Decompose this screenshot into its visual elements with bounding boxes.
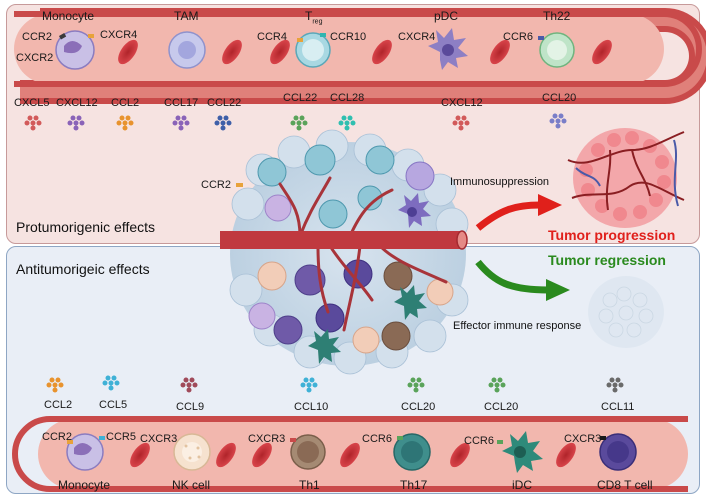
progressed-tumor [567,128,685,228]
top-vessel-wall [14,11,702,87]
protumorigenic-title: Protumorigenic effects [16,219,156,235]
tumor-regression-label: Tumor regression [548,252,666,268]
chemokine-ccl9: CCL9 [176,401,205,413]
chemokine-ccl22: CCL22 [207,97,242,109]
pdc-icon [428,28,468,70]
chemokine-ccl5: CCL5 [99,399,128,411]
cd8-t-cell-icon [599,433,637,471]
tam-icon [168,31,206,69]
bottom-vessel-wall [12,416,688,492]
cell-label-nk: NK cell [172,478,211,492]
chemokine-cxcl12-b: CXCL12 [441,97,483,109]
receptor-ccr10-top: CCR10 [330,31,367,43]
receptor-ccr4-top: CCR4 [257,31,287,43]
bottom-chemokine-dots [46,375,624,393]
chemokine-ccl2-bottom: CCL2 [44,399,73,411]
top-red-blood-cells [118,39,612,65]
receptor-ccr6-top: CCR6 [503,31,533,43]
chemokine-ccl20-b: CCL20 [484,401,519,413]
th1-icon [290,434,326,470]
chemokine-cxcl5: CXCL5 [14,97,50,109]
effector-response-label: Effector immune response [453,320,582,332]
treg-subscript: reg [312,18,323,26]
receptor-cxcr2-top: CXCR2 [16,52,54,64]
progression-arrow [475,194,562,231]
nk-cell-icon [173,433,211,471]
receptor-ccr2-bottom: CCR2 [42,431,72,443]
receptor-ccr2-tumor: CCR2 [201,179,231,191]
chemokine-ccl10: CCL10 [294,401,329,413]
cell-label-th17: Th17 [400,478,428,492]
cell-label-idc: iDC [512,478,532,492]
chemokine-ccl20-top: CCL20 [542,92,577,104]
immunosuppression-label: Immunosuppression [450,176,550,188]
receptor-cxcr3-cd8: CXCR3 [564,433,602,445]
chemokine-ccl2-top: CCL2 [111,97,140,109]
receptor-cxcr4-top: CXCR4 [100,29,138,41]
chemokine-ccl17: CCL17 [164,97,199,109]
cell-label-monocyte-bottom: Monocyte [58,478,111,492]
chemokine-cxcl12: CXCL12 [56,97,98,109]
treg-main-text: T [305,9,313,23]
treg-icon [295,32,331,68]
top-chemokine-dots [24,113,567,131]
chemokine-ccl22-b: CCL22 [283,92,318,104]
bottom-red-blood-cells [130,442,576,468]
regressed-tumor [588,276,664,348]
cell-label-pdc: pDC [434,9,459,23]
cell-label-cd8: CD8 T cell [597,478,653,492]
idc-icon [497,431,543,473]
cell-label-th1: Th1 [299,478,320,492]
tumor-progression-label: Tumor progression [548,227,676,243]
receptor-ccr5-bottom: CCR5 [106,431,136,443]
tumor-ccr2-marker [236,183,243,187]
chemokine-ccl11: CCL11 [601,401,635,413]
cell-label-tam: TAM [174,9,199,23]
chemokine-ccl28: CCL28 [330,92,365,104]
receptor-ccr2-top: CCR2 [22,31,52,43]
monocyte-bottom-icon [66,433,105,471]
receptor-cxcr3-th1: CXCR3 [248,433,286,445]
antitumorigenic-title: Antitumorigeic effects [16,261,150,277]
receptor-cxcr3-nk: CXCR3 [140,433,178,445]
th17-icon [393,433,431,471]
regression-arrow [475,259,570,301]
tumor-mass [229,129,469,375]
th22-icon [538,32,575,68]
central-vessel [220,230,468,250]
receptor-cxcr4-pdc: CXCR4 [398,31,436,43]
receptor-ccr6-th17: CCR6 [362,433,392,445]
receptor-ccr6-idc: CCR6 [464,435,494,447]
monocyte-top-icon [55,30,95,70]
chemokine-ccl20-a: CCL20 [401,401,436,413]
top-vessel-lumen [14,14,664,84]
cell-label-monocyte-top: Monocyte [42,9,95,23]
cell-label-treg: Treg [305,10,322,25]
cell-label-th22: Th22 [543,9,571,23]
